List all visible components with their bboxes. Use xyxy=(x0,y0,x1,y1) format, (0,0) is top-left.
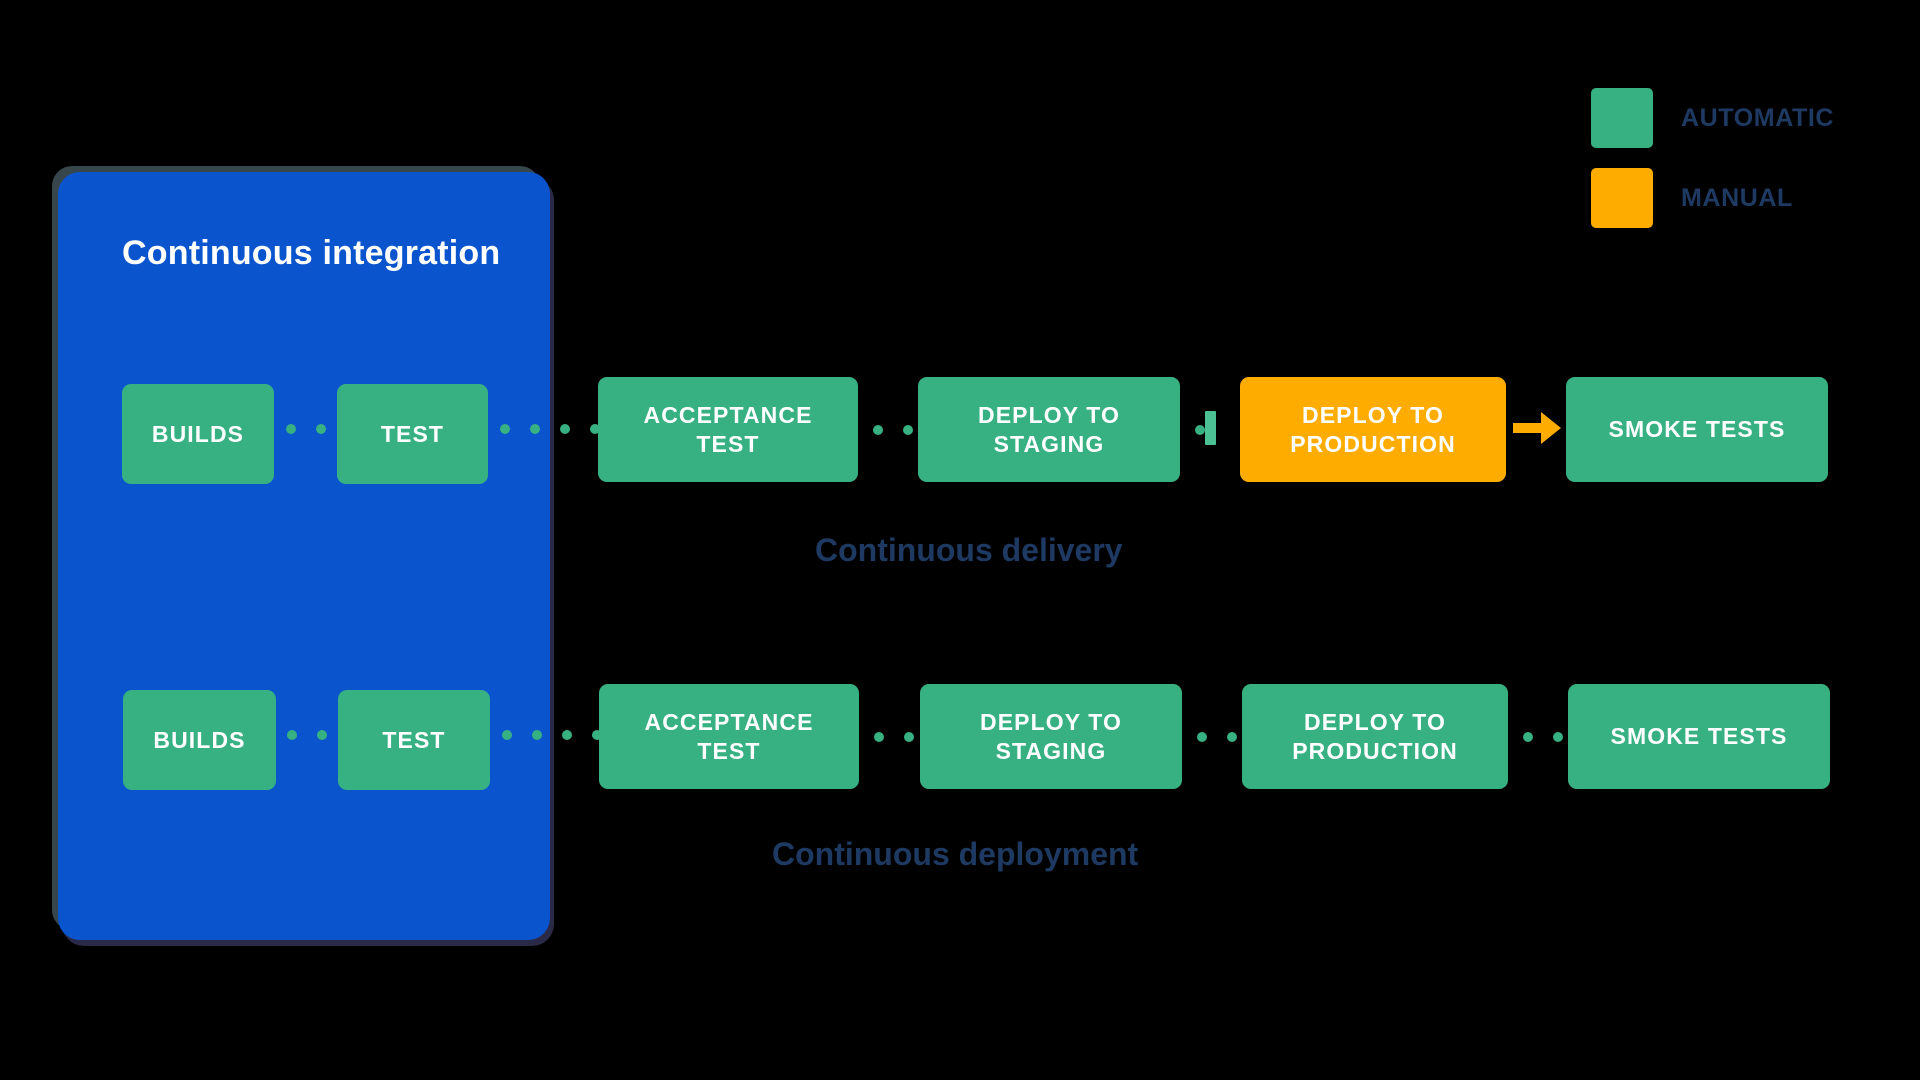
stage-smoke-tests-delivery[interactable]: SMOKE TESTS xyxy=(1566,377,1828,482)
manual-gate-bar-icon xyxy=(1205,411,1216,445)
stage-label-line1: DEPLOY TO xyxy=(1304,709,1446,736)
stage-label: DEPLOY TO STAGING xyxy=(978,401,1120,457)
dot xyxy=(1553,732,1563,742)
dot xyxy=(317,730,327,740)
dot xyxy=(592,730,602,740)
dot xyxy=(530,424,540,434)
dot xyxy=(904,732,914,742)
legend-label-manual: MANUAL xyxy=(1681,183,1793,212)
dot xyxy=(502,730,512,740)
stage-builds-delivery[interactable]: BUILDS xyxy=(122,384,274,484)
stage-label-line2: STAGING xyxy=(993,430,1105,457)
legend-item-manual: MANUAL xyxy=(1591,168,1911,228)
stage-acceptance-test-deployment[interactable]: ACCEPTANCE TEST xyxy=(599,684,859,789)
stage-label: ACCEPTANCE TEST xyxy=(644,708,813,764)
dot xyxy=(590,424,600,434)
stage-label: BUILDS xyxy=(151,420,245,447)
stage-label-line2: PRODUCTION xyxy=(1292,737,1458,764)
legend-label-automatic: AUTOMATIC xyxy=(1681,103,1835,132)
stage-smoke-tests-deployment[interactable]: SMOKE TESTS xyxy=(1568,684,1830,789)
dot xyxy=(903,425,913,435)
stage-deploy-production-delivery[interactable]: DEPLOY TO PRODUCTION xyxy=(1240,377,1506,482)
dot xyxy=(1227,732,1237,742)
connector-gate-dot-delivery xyxy=(1195,424,1205,436)
stage-deploy-production-deployment[interactable]: DEPLOY TO PRODUCTION xyxy=(1242,684,1508,789)
continuous-integration-title: Continuous integration xyxy=(122,234,501,272)
dot xyxy=(1197,732,1207,742)
legend-swatch-automatic-icon xyxy=(1591,88,1653,148)
dot xyxy=(874,732,884,742)
stage-acceptance-test-delivery[interactable]: ACCEPTANCE TEST xyxy=(598,377,858,482)
stage-label: DEPLOY TO PRODUCTION xyxy=(1292,708,1458,764)
stage-label: DEPLOY TO STAGING xyxy=(980,708,1122,764)
stage-label-line2: TEST xyxy=(697,737,761,764)
stage-builds-deployment[interactable]: BUILDS xyxy=(123,690,276,790)
dot xyxy=(1523,732,1533,742)
stage-deploy-staging-delivery[interactable]: DEPLOY TO STAGING xyxy=(918,377,1180,482)
stage-test-delivery[interactable]: TEST xyxy=(337,384,488,484)
stage-label: BUILDS xyxy=(153,726,246,753)
connector-dots-test-acceptance-deployment xyxy=(502,729,602,741)
stage-label-line1: DEPLOY TO xyxy=(980,709,1122,736)
dot xyxy=(287,730,297,740)
dot xyxy=(500,424,510,434)
stage-deploy-staging-deployment[interactable]: DEPLOY TO STAGING xyxy=(920,684,1182,789)
legend-swatch-manual-icon xyxy=(1591,168,1653,228)
stage-label: SMOKE TESTS xyxy=(1610,723,1788,750)
stage-label: TEST xyxy=(382,726,446,753)
dot xyxy=(316,424,326,434)
stage-label: DEPLOY TO PRODUCTION xyxy=(1290,401,1456,457)
arrow-right-icon xyxy=(1513,412,1561,444)
legend: AUTOMATIC MANUAL xyxy=(1591,88,1911,248)
caption-continuous-delivery: Continuous delivery xyxy=(815,532,1123,568)
caption-continuous-deployment: Continuous deployment xyxy=(772,836,1139,872)
continuous-integration-panel: Continuous integration xyxy=(58,172,550,940)
stage-label-line2: TEST xyxy=(696,430,760,457)
dot xyxy=(286,424,296,434)
legend-item-automatic: AUTOMATIC xyxy=(1591,88,1911,148)
connector-dots-test-acceptance-delivery xyxy=(500,423,600,435)
stage-test-deployment[interactable]: TEST xyxy=(338,690,490,790)
dot xyxy=(562,730,572,740)
dot xyxy=(532,730,542,740)
stage-label-line1: ACCEPTANCE xyxy=(644,709,814,736)
dot xyxy=(1195,425,1205,435)
stage-label: SMOKE TESTS xyxy=(1608,416,1786,443)
stage-label-line1: DEPLOY TO xyxy=(1302,402,1444,429)
dot xyxy=(873,425,883,435)
stage-label-line1: DEPLOY TO xyxy=(978,402,1120,429)
stage-label: TEST xyxy=(380,420,445,447)
stage-label: ACCEPTANCE TEST xyxy=(643,401,812,457)
dot xyxy=(560,424,570,434)
stage-label-line2: STAGING xyxy=(995,737,1107,764)
stage-label-line2: PRODUCTION xyxy=(1290,430,1456,457)
stage-label-line1: ACCEPTANCE xyxy=(643,402,813,429)
